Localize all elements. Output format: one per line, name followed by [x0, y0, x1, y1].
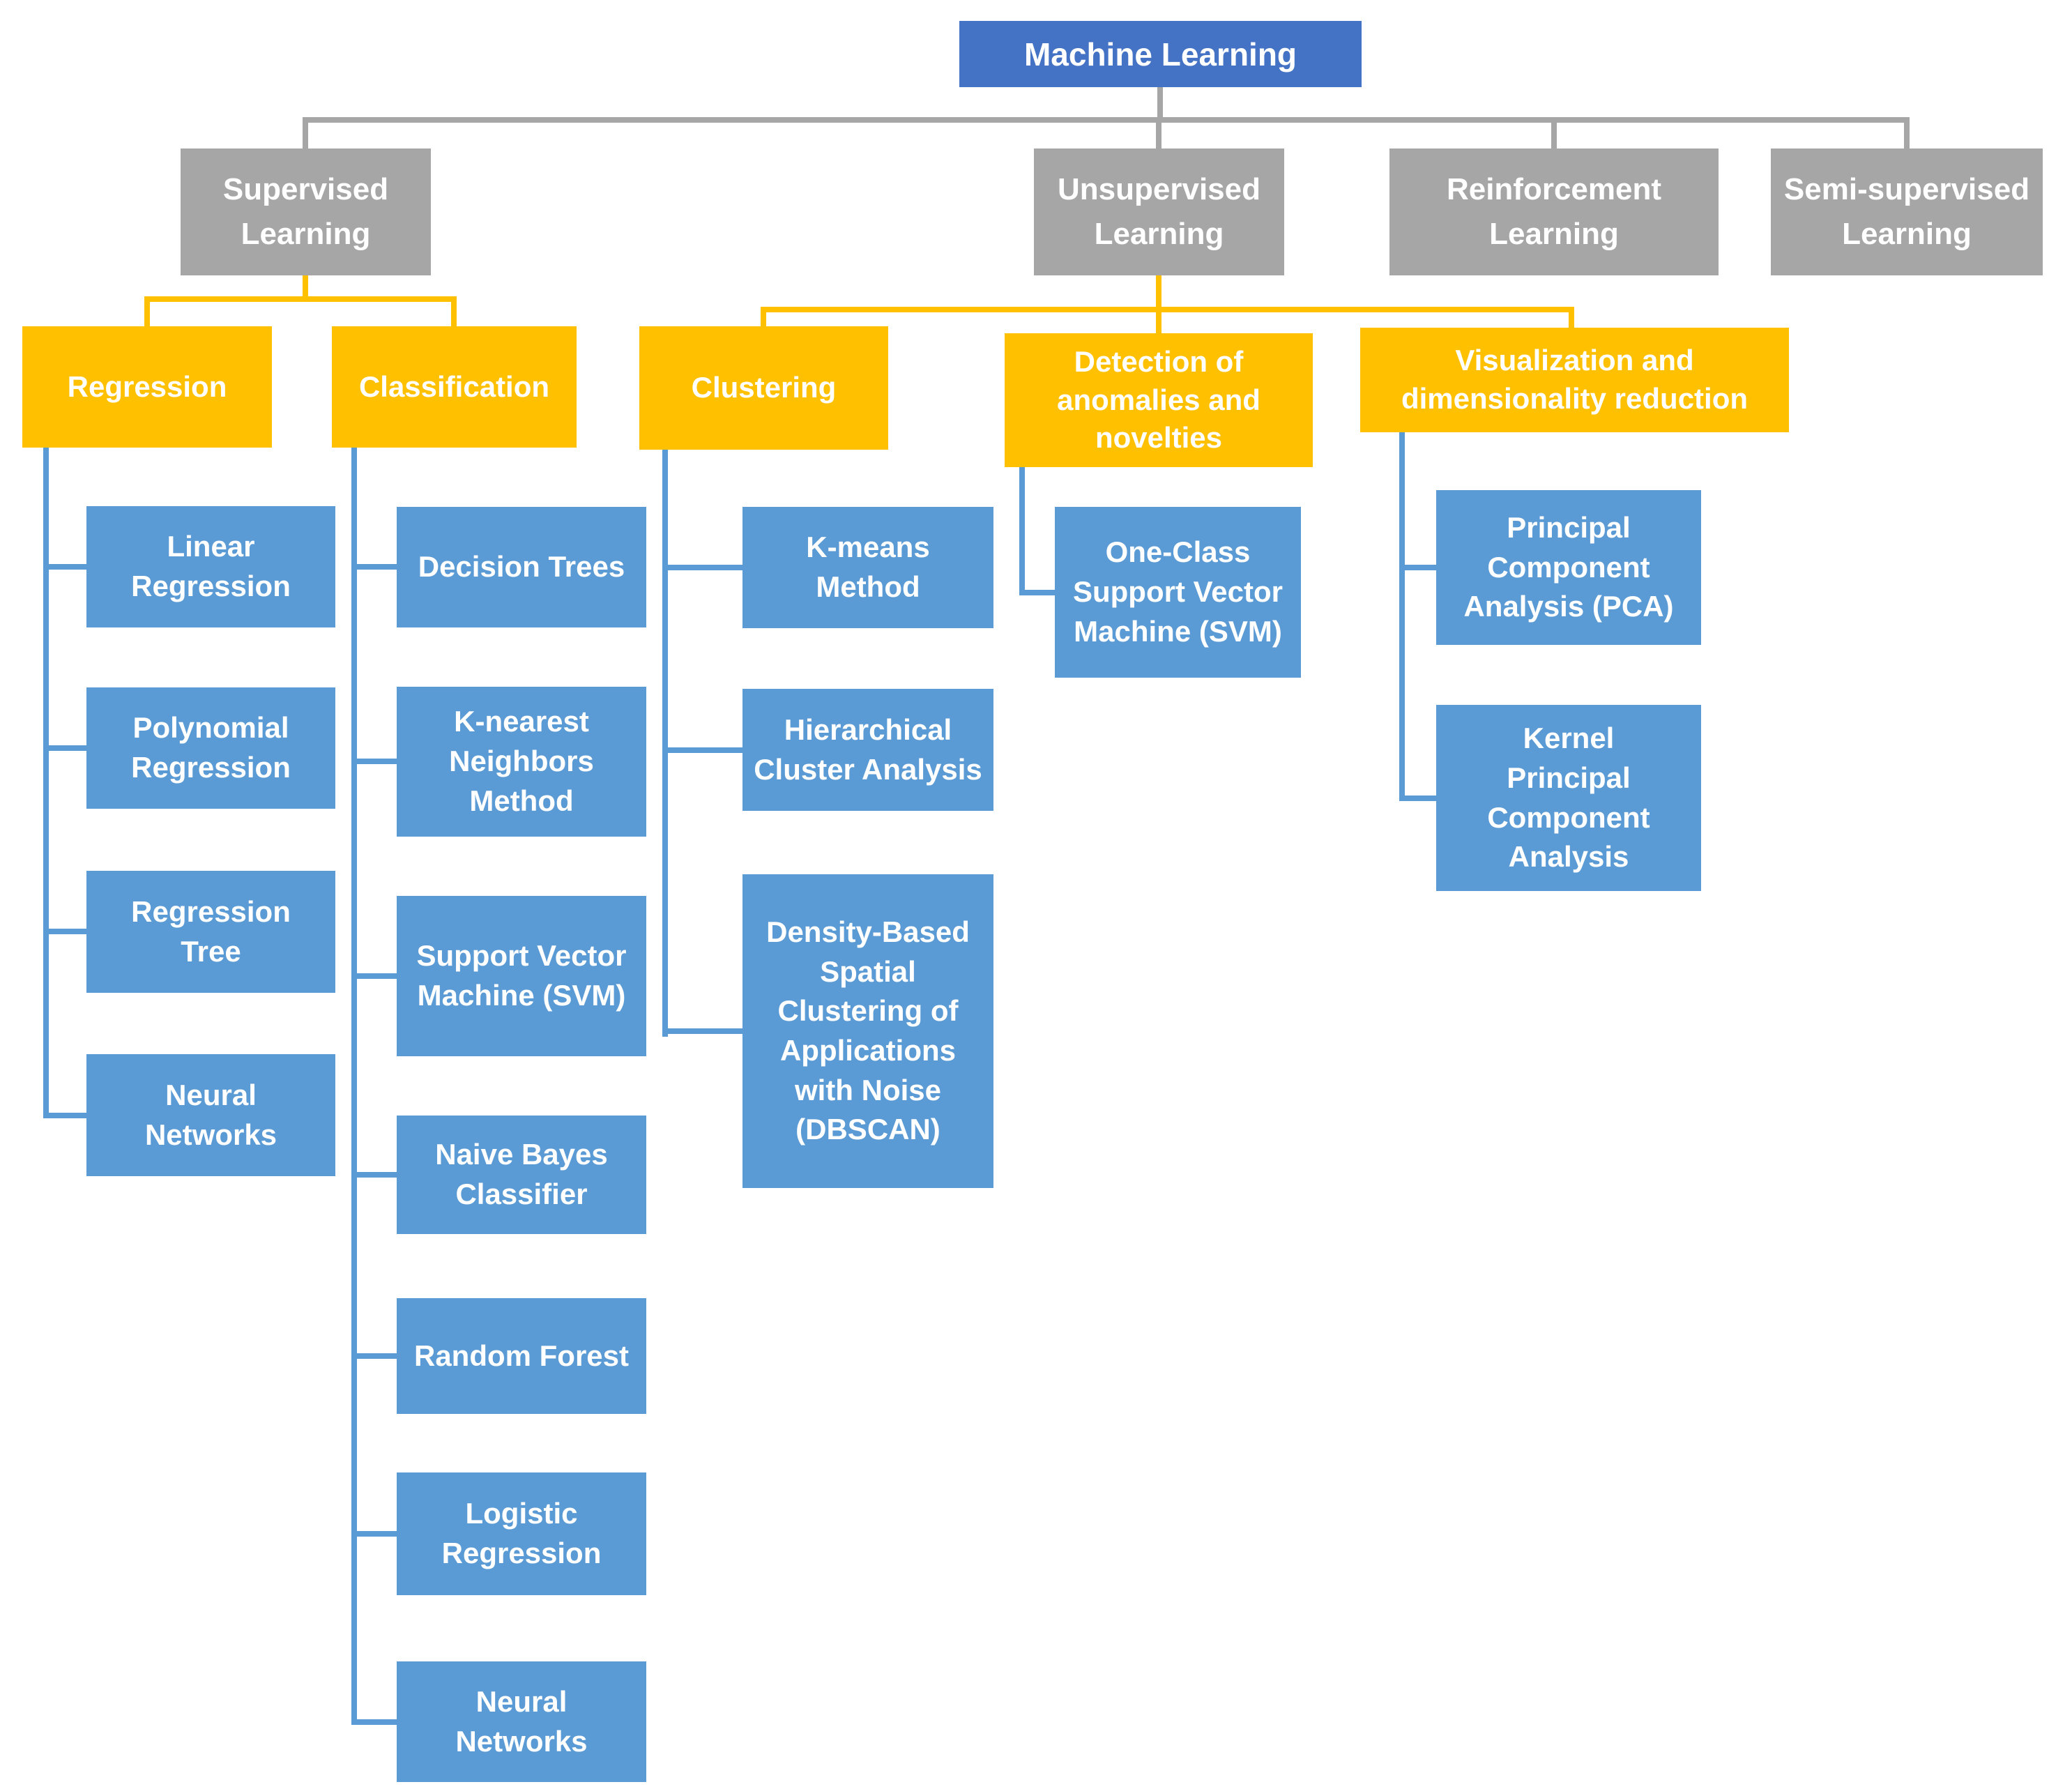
connector-line — [43, 448, 49, 1118]
connector-line — [351, 973, 397, 979]
connector-line — [662, 1028, 742, 1034]
leaf-node-kernel-pca: Kernel Principal Component Analysis — [1436, 705, 1701, 891]
connector-line — [351, 564, 397, 570]
connector-line — [351, 759, 397, 764]
connector-line — [451, 296, 457, 326]
leaf-node-regression-tree: Regression Tree — [86, 871, 335, 993]
leaf-node-neural-networks-regression: Neural Networks — [86, 1054, 335, 1176]
leaf-node-random-forest: Random Forest — [397, 1298, 646, 1414]
connector-line — [1399, 795, 1436, 801]
connector-line — [351, 1172, 397, 1178]
connector-line — [144, 296, 150, 326]
connector-line — [351, 448, 357, 1725]
leaf-node-linear-regression: Linear Regression — [86, 506, 335, 627]
connector-line — [1157, 87, 1163, 117]
connector-line — [1399, 432, 1405, 801]
group-node-dim-reduction: Visualization and dimensionality reducti… — [1360, 328, 1789, 432]
connector-line — [1156, 275, 1161, 307]
connector-line — [351, 1719, 397, 1725]
leaf-node-one-class-svm: One-Class Support Vector Machine (SVM) — [1055, 507, 1301, 678]
leaf-node-dbscan: Density-Based Spatial Clustering of Appl… — [742, 874, 993, 1188]
category-node-reinforcement-learning: Reinforcement Learning — [1389, 149, 1719, 275]
leaf-node-naive-bayes-classifier: Naive Bayes Classifier — [397, 1116, 646, 1234]
connector-line — [1019, 467, 1025, 595]
connector-line — [303, 275, 308, 296]
connector-line — [1019, 590, 1055, 595]
category-node-supervised-learning: Supervised Learning — [181, 149, 431, 275]
connector-line — [43, 1113, 86, 1118]
connector-line — [662, 747, 742, 753]
leaf-node-support-vector-machine-svm: Support Vector Machine (SVM) — [397, 896, 646, 1056]
leaf-node-neural-networks-classification: Neural Networks — [397, 1661, 646, 1782]
category-node-unsupervised-learning: Unsupervised Learning — [1034, 149, 1284, 275]
connector-line — [1399, 565, 1436, 570]
connector-line — [761, 307, 766, 326]
connector-line — [1569, 307, 1574, 328]
leaf-node-hierarchical-cluster-analysis: Hierarchical Cluster Analysis — [742, 689, 993, 811]
leaf-node-polynomial-regression: Polynomial Regression — [86, 687, 335, 809]
connector-line — [1904, 123, 1910, 149]
root-node-machine-learning: Machine Learning — [959, 21, 1362, 87]
connector-line — [303, 117, 1910, 123]
group-node-regression: Regression — [22, 326, 272, 448]
category-node-semi-supervised-learning: Semi-supervised Learning — [1771, 149, 2043, 275]
leaf-node-k-nearest-neighbors-method: K-nearest Neighbors Method — [397, 687, 646, 837]
connector-line — [43, 745, 86, 751]
connector-line — [1156, 307, 1161, 333]
group-node-classification: Classification — [332, 326, 577, 448]
connector-line — [662, 565, 742, 570]
leaf-node-decision-trees: Decision Trees — [397, 507, 646, 627]
leaf-node-pca: Principal Component Analysis (PCA) — [1436, 490, 1701, 645]
connector-line — [662, 450, 668, 1037]
group-node-anomaly-detection: Detection of anomalies and novelties — [1005, 333, 1313, 467]
connector-line — [1551, 123, 1557, 149]
leaf-node-logistic-regression: Logistic Regression — [397, 1472, 646, 1595]
group-node-clustering: Clustering — [639, 326, 888, 450]
connector-line — [43, 564, 86, 570]
connector-line — [761, 307, 1574, 312]
leaf-node-k-means-method: K-means Method — [742, 507, 993, 628]
connector-line — [351, 1353, 397, 1359]
connector-line — [1156, 123, 1161, 149]
connector-line — [351, 1531, 397, 1537]
connector-line — [144, 296, 457, 302]
connector-line — [303, 117, 308, 149]
connector-line — [43, 929, 86, 934]
